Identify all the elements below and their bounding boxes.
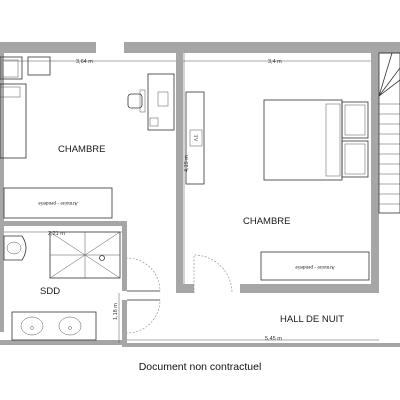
office-chair-arm — [139, 89, 146, 113]
dim-vertical-right: 4,19 m — [184, 155, 190, 172]
sink-right — [58, 316, 82, 336]
dimension-lines — [4, 53, 379, 343]
wall-top-left — [0, 42, 96, 53]
wall-right-bedroom-bottom-b — [240, 284, 379, 293]
wardrobe-right-label: Armoire - penderie — [294, 264, 334, 270]
wall-sdd-bottom — [0, 340, 127, 345]
desk-monitor — [157, 91, 169, 107]
staircase — [378, 52, 400, 214]
sink-right-drain — [68, 326, 72, 330]
right-bedroom-furniture: TV Armoire - penderie — [185, 91, 370, 281]
dim-hall-bottom: 5,45 m — [265, 336, 282, 342]
doors — [126, 254, 233, 334]
nightstand-right-top — [341, 101, 369, 139]
nightstand-right-bottom — [341, 140, 369, 178]
wall-window-top-right — [124, 42, 134, 45]
bed-left — [0, 83, 27, 159]
dim-hall-left: 1,18 m — [113, 303, 119, 320]
pillow-left — [0, 86, 21, 98]
room-label-hall: HALL DE NUIT — [280, 314, 344, 325]
wall-middle-vertical — [176, 53, 183, 293]
bathroom-fixtures — [3, 231, 121, 341]
stair-outline — [378, 52, 400, 214]
nightstand-right-bottom-inner — [344, 143, 366, 175]
double-bed — [263, 99, 343, 181]
wardrobe-left-label: Armoire - penderie — [37, 200, 77, 206]
stair-steps — [379, 103, 400, 205]
desk — [147, 73, 175, 131]
dim-top-right: 3,4 m — [268, 59, 282, 65]
walls — [0, 42, 400, 347]
stair-winder — [378, 52, 400, 97]
toilet-bowl — [6, 241, 22, 255]
dim-sdd-top: 2,21 m — [48, 231, 65, 237]
small-cabinet — [27, 56, 51, 76]
nightstand-top-left — [0, 56, 23, 80]
tv-label: TV — [192, 135, 198, 142]
wall-bottom — [122, 343, 400, 347]
caption: Document non contractuel — [139, 361, 262, 373]
wall-hall-left — [122, 300, 127, 345]
wall-right-vertical — [371, 53, 379, 293]
tv-unit — [185, 91, 205, 185]
room-label-sdd: SDD — [40, 286, 60, 297]
tv-box — [189, 129, 203, 147]
wall-left-upper — [0, 42, 4, 332]
wall-left-bedroom-bottom — [0, 221, 126, 226]
sink-left-drain — [30, 326, 34, 330]
wall-right-bedroom-bottom-a — [176, 284, 194, 293]
vanity — [11, 311, 97, 341]
room-label-chambre-left: CHAMBRE — [58, 144, 106, 155]
dim-top-left: 3,64 m — [76, 59, 93, 65]
desk-area — [127, 73, 175, 131]
wall-sdd-right — [122, 221, 127, 291]
toilet — [3, 235, 27, 261]
double-bed-pillow-area — [325, 103, 341, 177]
wall-top-right — [124, 42, 400, 53]
door-hall-swing — [126, 299, 161, 334]
nightstand-top-inner — [1, 59, 19, 78]
office-chair — [127, 93, 143, 109]
wardrobe-left — [3, 187, 113, 219]
wardrobe-right — [260, 251, 370, 281]
door-sdd-swing — [126, 257, 161, 292]
sink-left — [20, 316, 44, 336]
shower-drain — [99, 255, 105, 261]
shower-lines — [49, 231, 121, 279]
desk-lamp — [149, 117, 159, 127]
room-label-chambre-right: CHAMBRE — [243, 216, 291, 227]
door-right-bedroom-swing — [193, 254, 233, 294]
nightstand-right-top-inner — [344, 104, 366, 136]
left-bedroom-furniture: Armoire - penderie — [0, 56, 113, 219]
